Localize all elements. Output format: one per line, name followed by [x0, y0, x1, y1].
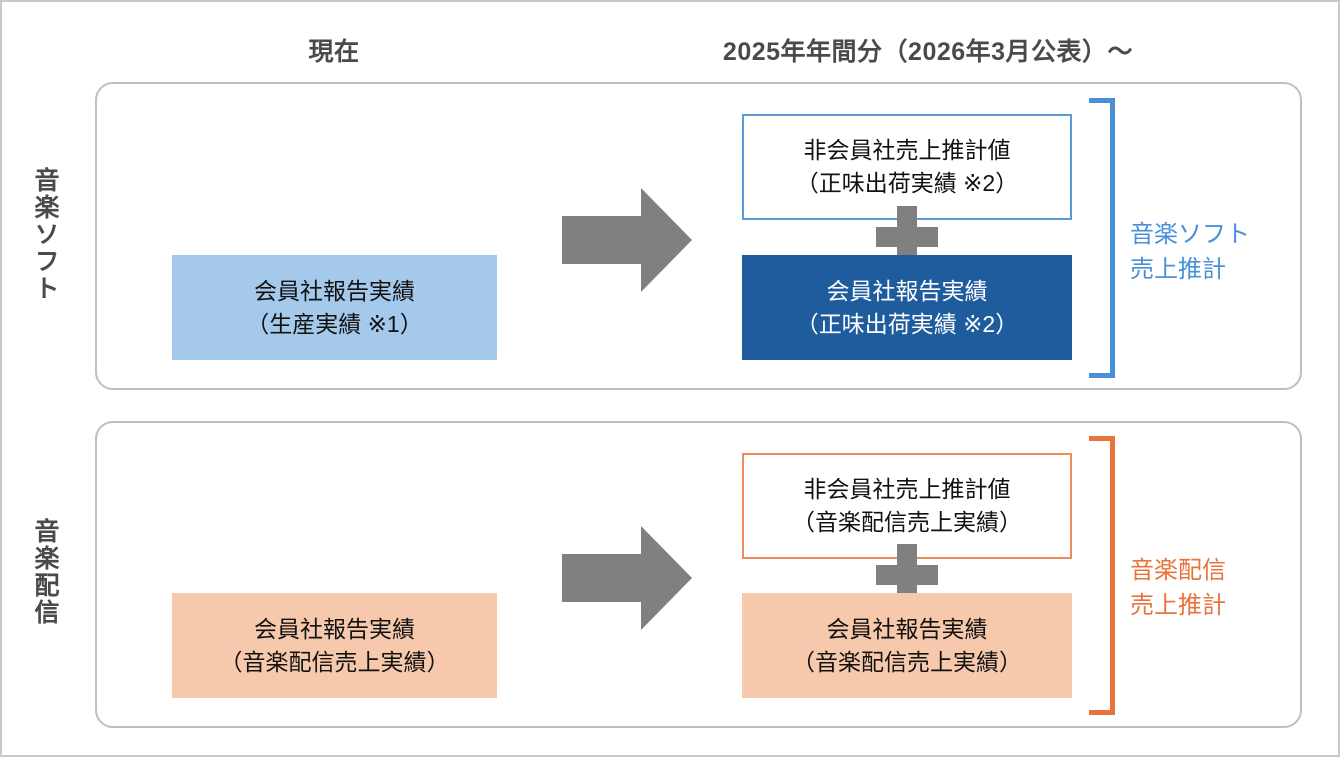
plus-vertical-bar [897, 544, 917, 606]
right-arrow-icon [562, 526, 692, 630]
row-label-music-soft: 音楽ソフト [31, 167, 59, 302]
bracket-label-line-2: 売上推計 [1130, 591, 1226, 619]
box-line-1: 会員社報告実績 [826, 615, 988, 642]
bracket-label-music-streaming: 音楽配信 売上推計 [1130, 554, 1226, 624]
box-line-2: （音楽配信売上実績） [219, 648, 450, 675]
box-line-2: （正味出荷実績 ※2） [795, 310, 1019, 337]
box-line-1: 非会員社売上推計値 [803, 137, 1011, 164]
bracket-music-streaming [1089, 436, 1115, 715]
bracket-label-line-1: 音楽配信 [1130, 557, 1226, 584]
box-music-soft-member-report: 会員社報告実績 （正味出荷実績 ※2） [742, 255, 1072, 360]
box-line-2: （音楽配信売上実績） [792, 648, 1022, 675]
column-header-future: 2025年年間分（2026年3月公表）〜 [722, 38, 1134, 66]
box-music-soft-nonmember-estimate: 非会員社売上推計値 （正味出荷実績 ※2） [742, 114, 1072, 220]
box-line-2: （生産実績 ※1） [246, 310, 423, 337]
box-line-2: （音楽配信売上実績） [792, 509, 1022, 535]
plus-icon [876, 206, 938, 268]
box-line-1: 非会員社売上推計値 [803, 476, 1011, 503]
plus-vertical-bar [897, 206, 917, 268]
plus-icon [876, 544, 938, 606]
box-music-streaming-member-report: 会員社報告実績 （音楽配信売上実績） [742, 593, 1072, 698]
right-arrow-icon [562, 188, 692, 292]
bracket-music-soft [1089, 98, 1115, 378]
box-music-streaming-nonmember-estimate: 非会員社売上推計値 （音楽配信売上実績） [742, 453, 1072, 559]
box-line-2: （正味出荷実績 ※2） [795, 170, 1019, 196]
box-line-1: 会員社報告実績 [254, 615, 415, 642]
box-music-streaming-current: 会員社報告実績 （音楽配信売上実績） [172, 593, 497, 698]
box-line-1: 会員社報告実績 [826, 277, 988, 304]
box-line-1: 会員社報告実績 [254, 277, 415, 304]
row-label-music-streaming: 音楽配信 [31, 518, 59, 626]
column-header-current: 現在 [308, 38, 360, 66]
bracket-label-line-1: 音楽ソフト [1130, 221, 1250, 248]
bracket-label-music-soft: 音楽ソフト 売上推計 [1130, 218, 1250, 288]
bracket-label-line-2: 売上推計 [1130, 255, 1226, 283]
box-music-soft-current: 会員社報告実績 （生産実績 ※1） [172, 255, 497, 360]
